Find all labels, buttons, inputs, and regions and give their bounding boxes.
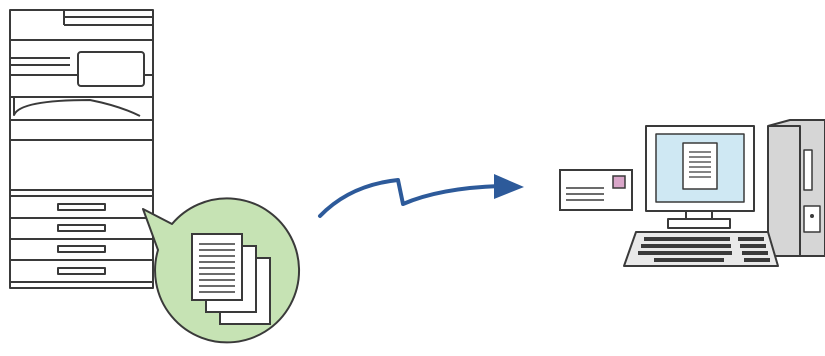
- transmission-arrow-icon: [318, 174, 524, 218]
- computer-keyboard: [623, 231, 779, 267]
- document-stack-icon: [191, 233, 271, 325]
- multifunction-printer-icon: [9, 9, 154, 289]
- email-envelope-icon: [559, 169, 633, 211]
- computer-monitor: [645, 125, 755, 229]
- document-bubble: [142, 197, 301, 344]
- computer-tower: [767, 119, 825, 257]
- desktop-computer-icon: [623, 119, 825, 267]
